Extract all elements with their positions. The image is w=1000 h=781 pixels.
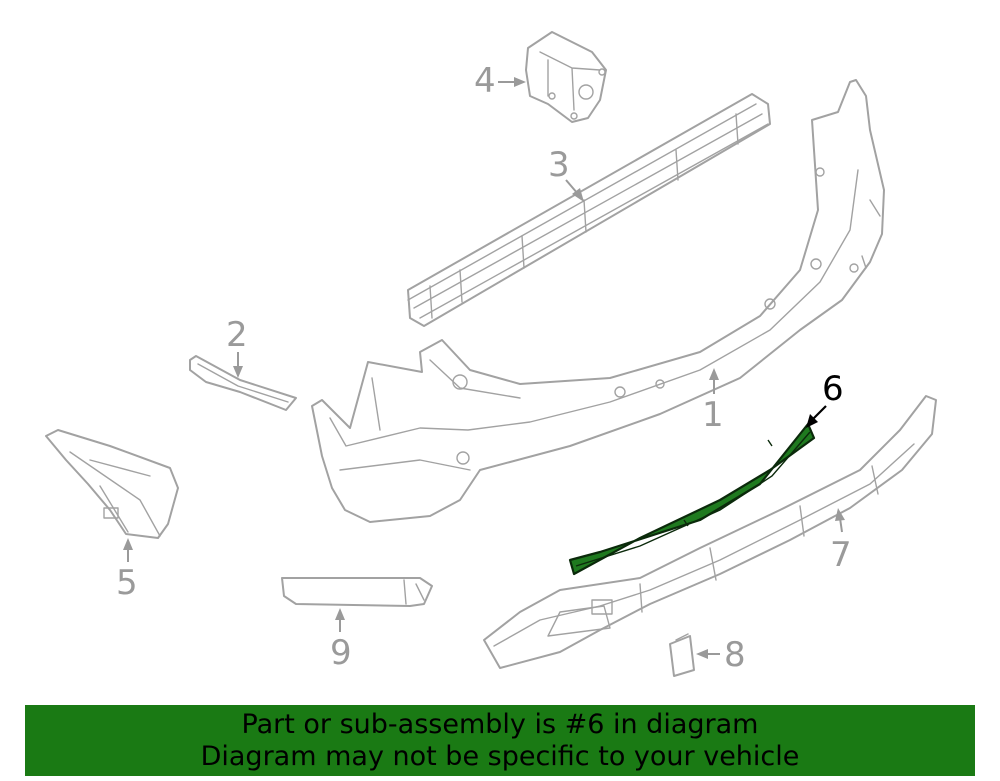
callout-7: 7 (830, 508, 852, 575)
svg-text:5: 5 (116, 563, 138, 603)
svg-text:1: 1 (702, 395, 724, 435)
callout-3: 3 (548, 145, 584, 202)
callout-2: 2 (226, 315, 248, 378)
callout-1: 1 (702, 368, 724, 435)
part-6-molding-highlighted[interactable] (568, 422, 816, 576)
svg-text:6: 6 (822, 369, 844, 409)
banner-line-1: Part or sub-assembly is #6 in diagram (241, 708, 759, 740)
part-2-bracket[interactable] (189, 355, 297, 411)
banner-line-2: Diagram may not be specific to your vehi… (200, 740, 800, 772)
svg-text:3: 3 (548, 145, 570, 185)
svg-text:4: 4 (474, 61, 496, 101)
svg-text:8: 8 (724, 635, 746, 675)
part-9-reflector[interactable] (281, 577, 433, 607)
callout-5: 5 (116, 538, 138, 603)
part-7-lower-valance[interactable] (483, 395, 937, 669)
svg-text:9: 9 (330, 633, 352, 673)
svg-text:7: 7 (830, 535, 852, 575)
part-8-clip[interactable] (669, 633, 695, 677)
parts-diagram: 4 3 2 1 5 6 7 9 8 (45, 31, 937, 677)
callout-4: 4 (474, 61, 526, 101)
part-5-corner-bracket[interactable] (45, 429, 179, 539)
callout-9: 9 (330, 608, 352, 673)
callout-8: 8 (696, 635, 746, 675)
svg-text:2: 2 (226, 315, 248, 355)
callout-6: 6 (806, 369, 844, 428)
part-1-bumper-cover[interactable] (311, 79, 885, 523)
info-banner: Part or sub-assembly is #6 in diagram Di… (25, 705, 975, 776)
part-3-reinforcement[interactable] (407, 93, 771, 327)
part-4-bracket[interactable] (525, 31, 607, 123)
